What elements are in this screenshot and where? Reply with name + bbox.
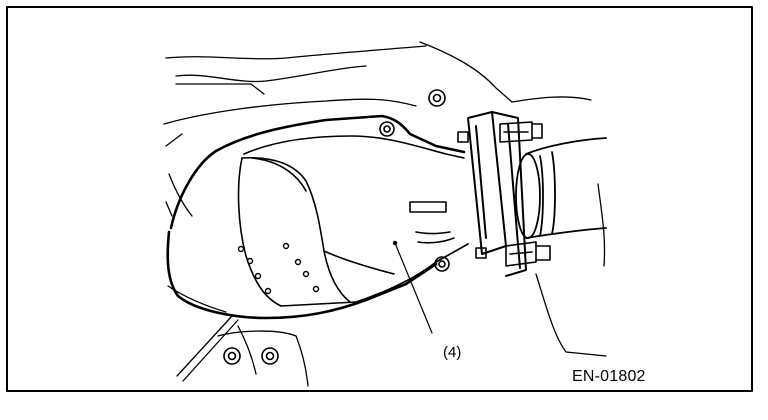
figure-code: EN-01802: [572, 368, 646, 385]
catalytic-converter: [237, 135, 469, 307]
illustration-frame: (4) EN-01802: [6, 6, 753, 392]
figure-border: [6, 6, 753, 392]
callout-label-4: (4): [443, 344, 462, 361]
callout-leader-dot: [392, 240, 398, 246]
flange-bolts: [457, 121, 551, 267]
vent-holes: [237, 242, 320, 295]
heat-shield: [166, 114, 466, 320]
chassis-lines: [163, 41, 607, 387]
exhaust-pipe: [515, 137, 607, 239]
callout-leader-line: [394, 242, 433, 334]
exhaust-pipe-illustration: [6, 6, 753, 392]
mounting-bolts: [223, 89, 450, 365]
